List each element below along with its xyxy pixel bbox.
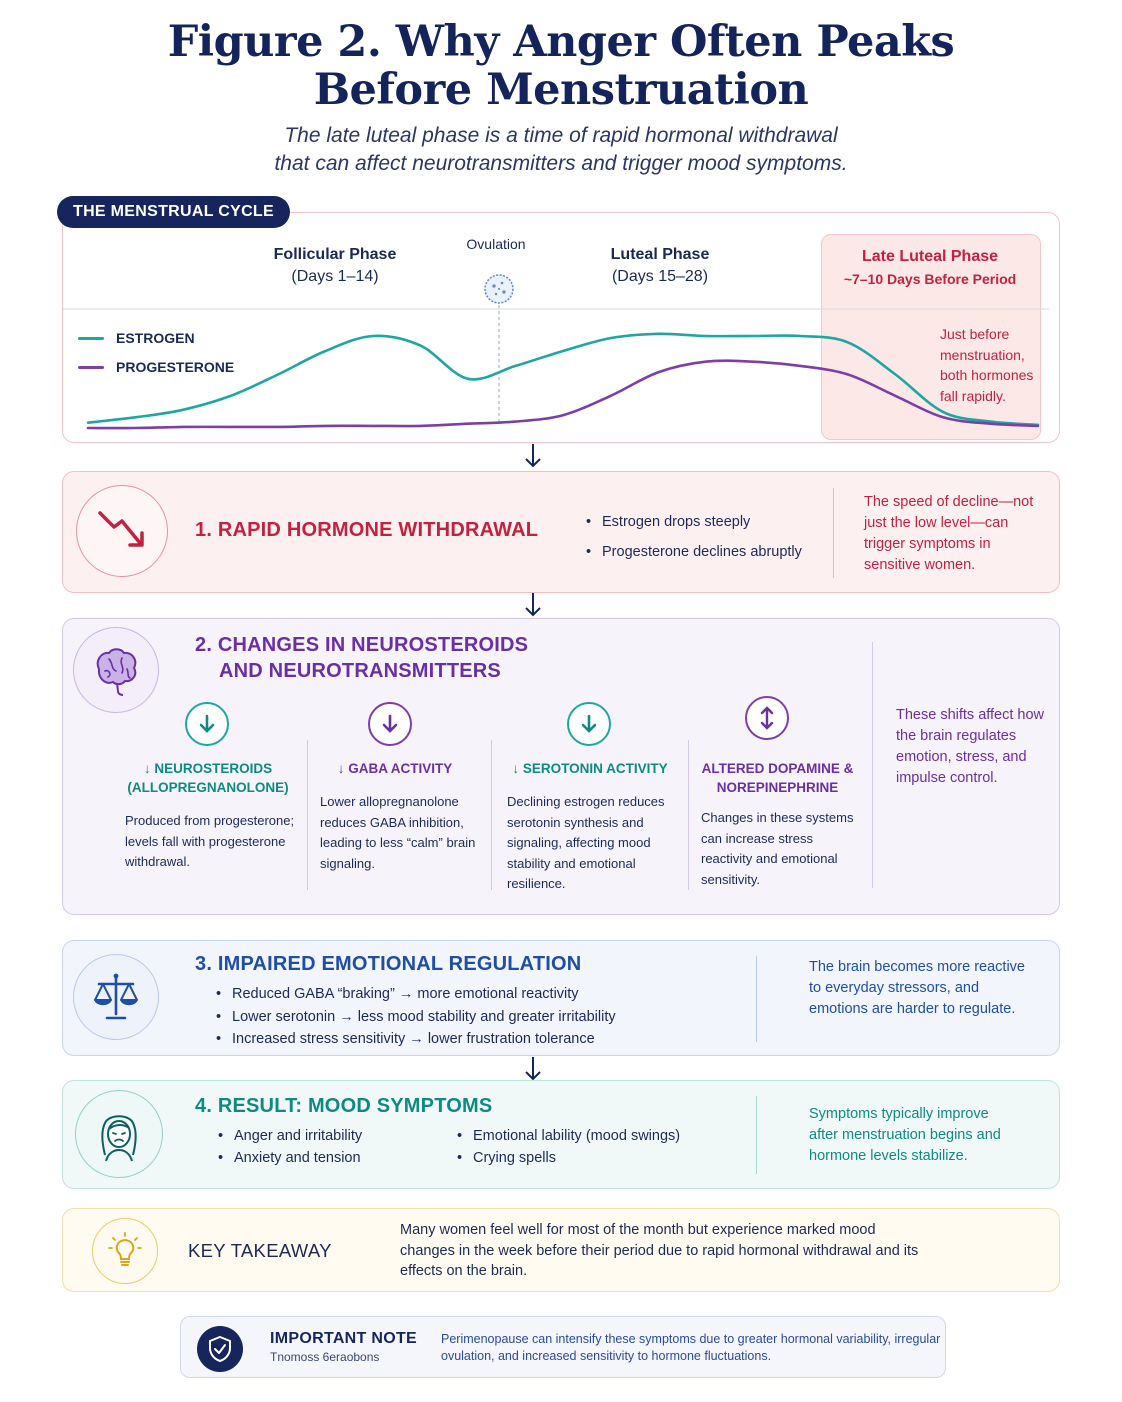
list-item: Lower serotonin → less mood stability an… (214, 1006, 616, 1029)
cycle-panel (62, 212, 1060, 443)
sub-title-dopamine: ALTERED DOPAMINE & NOREPINEPHRINE (701, 761, 854, 795)
follicular-days: (Days 1–14) (291, 268, 379, 285)
late-luteal-note: Just before menstruation, both hormones … (940, 326, 1034, 404)
step-2-side-note: These shifts affect how the brain regula… (896, 707, 1045, 786)
list-item: Progesterone declines abruptly (584, 538, 802, 568)
legend-estrogen-label: ESTROGEN (116, 330, 195, 346)
important-note-subtitle: Tnomoss 6eraobons (270, 1350, 380, 1364)
step-2-title-line-2: AND NEUROTRANSMITTERS (219, 660, 501, 682)
step-1-divider (833, 488, 834, 578)
step-2-divider (872, 642, 873, 888)
step-1-side-note: The speed of decline—not just the low le… (864, 494, 1034, 573)
cycle-badge: THE MENSTRUAL CYCLE (57, 196, 290, 228)
follicular-name: Follicular Phase (273, 246, 397, 263)
late-luteal-subtitle: ~7–10 Days Before Period (843, 271, 1017, 287)
series-line-estrogen (86, 332, 1040, 427)
page-title: Figure 2. Why Anger Often Peaks Before M… (0, 18, 1122, 114)
flow-arrow-2 (525, 593, 541, 617)
list-item: Anger and irritability (216, 1125, 362, 1147)
title-line-1: Figure 2. Why Anger Often Peaks (167, 17, 955, 67)
arrow-down-icon (368, 702, 412, 746)
list-item: Reduced GABA “braking” → more emotional … (214, 983, 616, 1006)
sub-divider (491, 740, 492, 890)
title-line-2: Before Menstruation (313, 65, 809, 115)
sub-desc-dopamine: Changes in these systems can increase st… (701, 810, 854, 887)
important-note-box (180, 1316, 946, 1378)
luteal-phase-label: Luteal Phase (Days 15–28) (585, 244, 735, 288)
egg-icon (484, 274, 514, 304)
luteal-days: (Days 15–28) (611, 268, 709, 285)
arrow-down-icon (185, 702, 229, 746)
sub-desc-serotonin: Declining estrogen reduces serotonin syn… (507, 794, 665, 891)
legend-progesterone-swatch (78, 365, 104, 369)
flow-arrow-3 (525, 1057, 541, 1081)
downtrend-icon (76, 485, 168, 577)
step-4-bullets-right: Emotional lability (mood swings) Crying … (455, 1125, 680, 1169)
step-3-divider (756, 956, 757, 1042)
woman-face-icon (75, 1090, 163, 1178)
step-1-box (62, 471, 1060, 593)
important-note-text: Perimenopause can intensify these sympto… (441, 1332, 941, 1363)
step-3-title: 3. IMPAIRED EMOTIONAL REGULATION (195, 953, 582, 975)
page-subtitle: The late luteal phase is a time of rapid… (0, 122, 1122, 178)
flow-arrow-1 (525, 444, 541, 468)
arrow-down-icon (567, 702, 611, 746)
list-item: Estrogen drops steeply (584, 508, 802, 538)
hormone-chart (63, 274, 1049, 430)
important-note-title: IMPORTANT NOTE (270, 1330, 418, 1347)
legend-estrogen: ESTROGEN (78, 330, 195, 346)
step-4-bullets-left: Anger and irritability Anxiety and tensi… (216, 1125, 362, 1169)
shield-check-icon (197, 1326, 243, 1372)
lightbulb-icon (92, 1218, 158, 1284)
step-4-title: 4. RESULT: MOOD SYMPTOMS (195, 1095, 493, 1117)
sub-divider (688, 740, 689, 890)
step-1-title: 1. RAPID HORMONE WITHDRAWAL (195, 519, 539, 541)
legend-estrogen-swatch (78, 336, 104, 340)
sub-desc-gaba: Lower allopregnanolone reduces GABA inhi… (320, 794, 476, 871)
series-line-progesterone (86, 359, 1040, 430)
subtitle-line-2: that can affect neurotransmitters and tr… (274, 152, 848, 175)
step-3-side-note: The brain becomes more reactive to every… (809, 959, 1025, 1017)
key-takeaway-text: Many women feel well for most of the mon… (400, 1222, 919, 1279)
sub-title-gaba: ↓ GABA ACTIVITY (337, 761, 453, 776)
step-4-side-note: Symptoms typically improve after menstru… (809, 1106, 1001, 1164)
legend-progesterone-label: PROGESTERONE (116, 359, 235, 375)
sub-title-serotonin: ↓ SEROTONIN ACTIVITY (512, 761, 668, 776)
step-2-box (62, 618, 1060, 915)
brain-icon (73, 627, 159, 713)
legend-progesterone: PROGESTERONE (78, 359, 234, 375)
scale-icon (73, 954, 159, 1040)
follicular-phase-label: Follicular Phase (Days 1–14) (250, 244, 420, 288)
list-item: Increased stress sensitivity → lower fru… (214, 1028, 616, 1051)
list-item: Crying spells (455, 1147, 680, 1169)
list-item: Emotional lability (mood swings) (455, 1125, 680, 1147)
sub-desc-neurosteroids: Produced from progesterone; levels fall … (125, 813, 295, 869)
step-4-divider (756, 1096, 757, 1174)
luteal-name: Luteal Phase (610, 246, 710, 263)
arrow-updown-icon (745, 696, 789, 740)
step-1-bullets: Estrogen drops steeply Progesterone decl… (584, 508, 802, 567)
list-item: Anxiety and tension (216, 1147, 362, 1169)
key-takeaway-label: KEY TAKEAWAY (188, 1240, 332, 1261)
late-luteal-title: Late Luteal Phase (861, 248, 999, 265)
step-2-title-line-1: 2. CHANGES IN NEUROSTEROIDS (195, 634, 529, 656)
step-2-title: 2. CHANGES IN NEUROSTEROIDS AND NEUROTRA… (195, 632, 528, 684)
sub-divider (307, 740, 308, 890)
key-takeaway-box (62, 1208, 1060, 1292)
sub-title-neurosteroids: ↓ NEUROSTEROIDS (ALLOPREGNANOLONE) (127, 761, 289, 795)
step-3-bullets: Reduced GABA “braking” → more emotional … (214, 983, 616, 1051)
subtitle-line-1: The late luteal phase is a time of rapid… (284, 124, 838, 147)
ovulation-label: Ovulation (466, 236, 526, 252)
